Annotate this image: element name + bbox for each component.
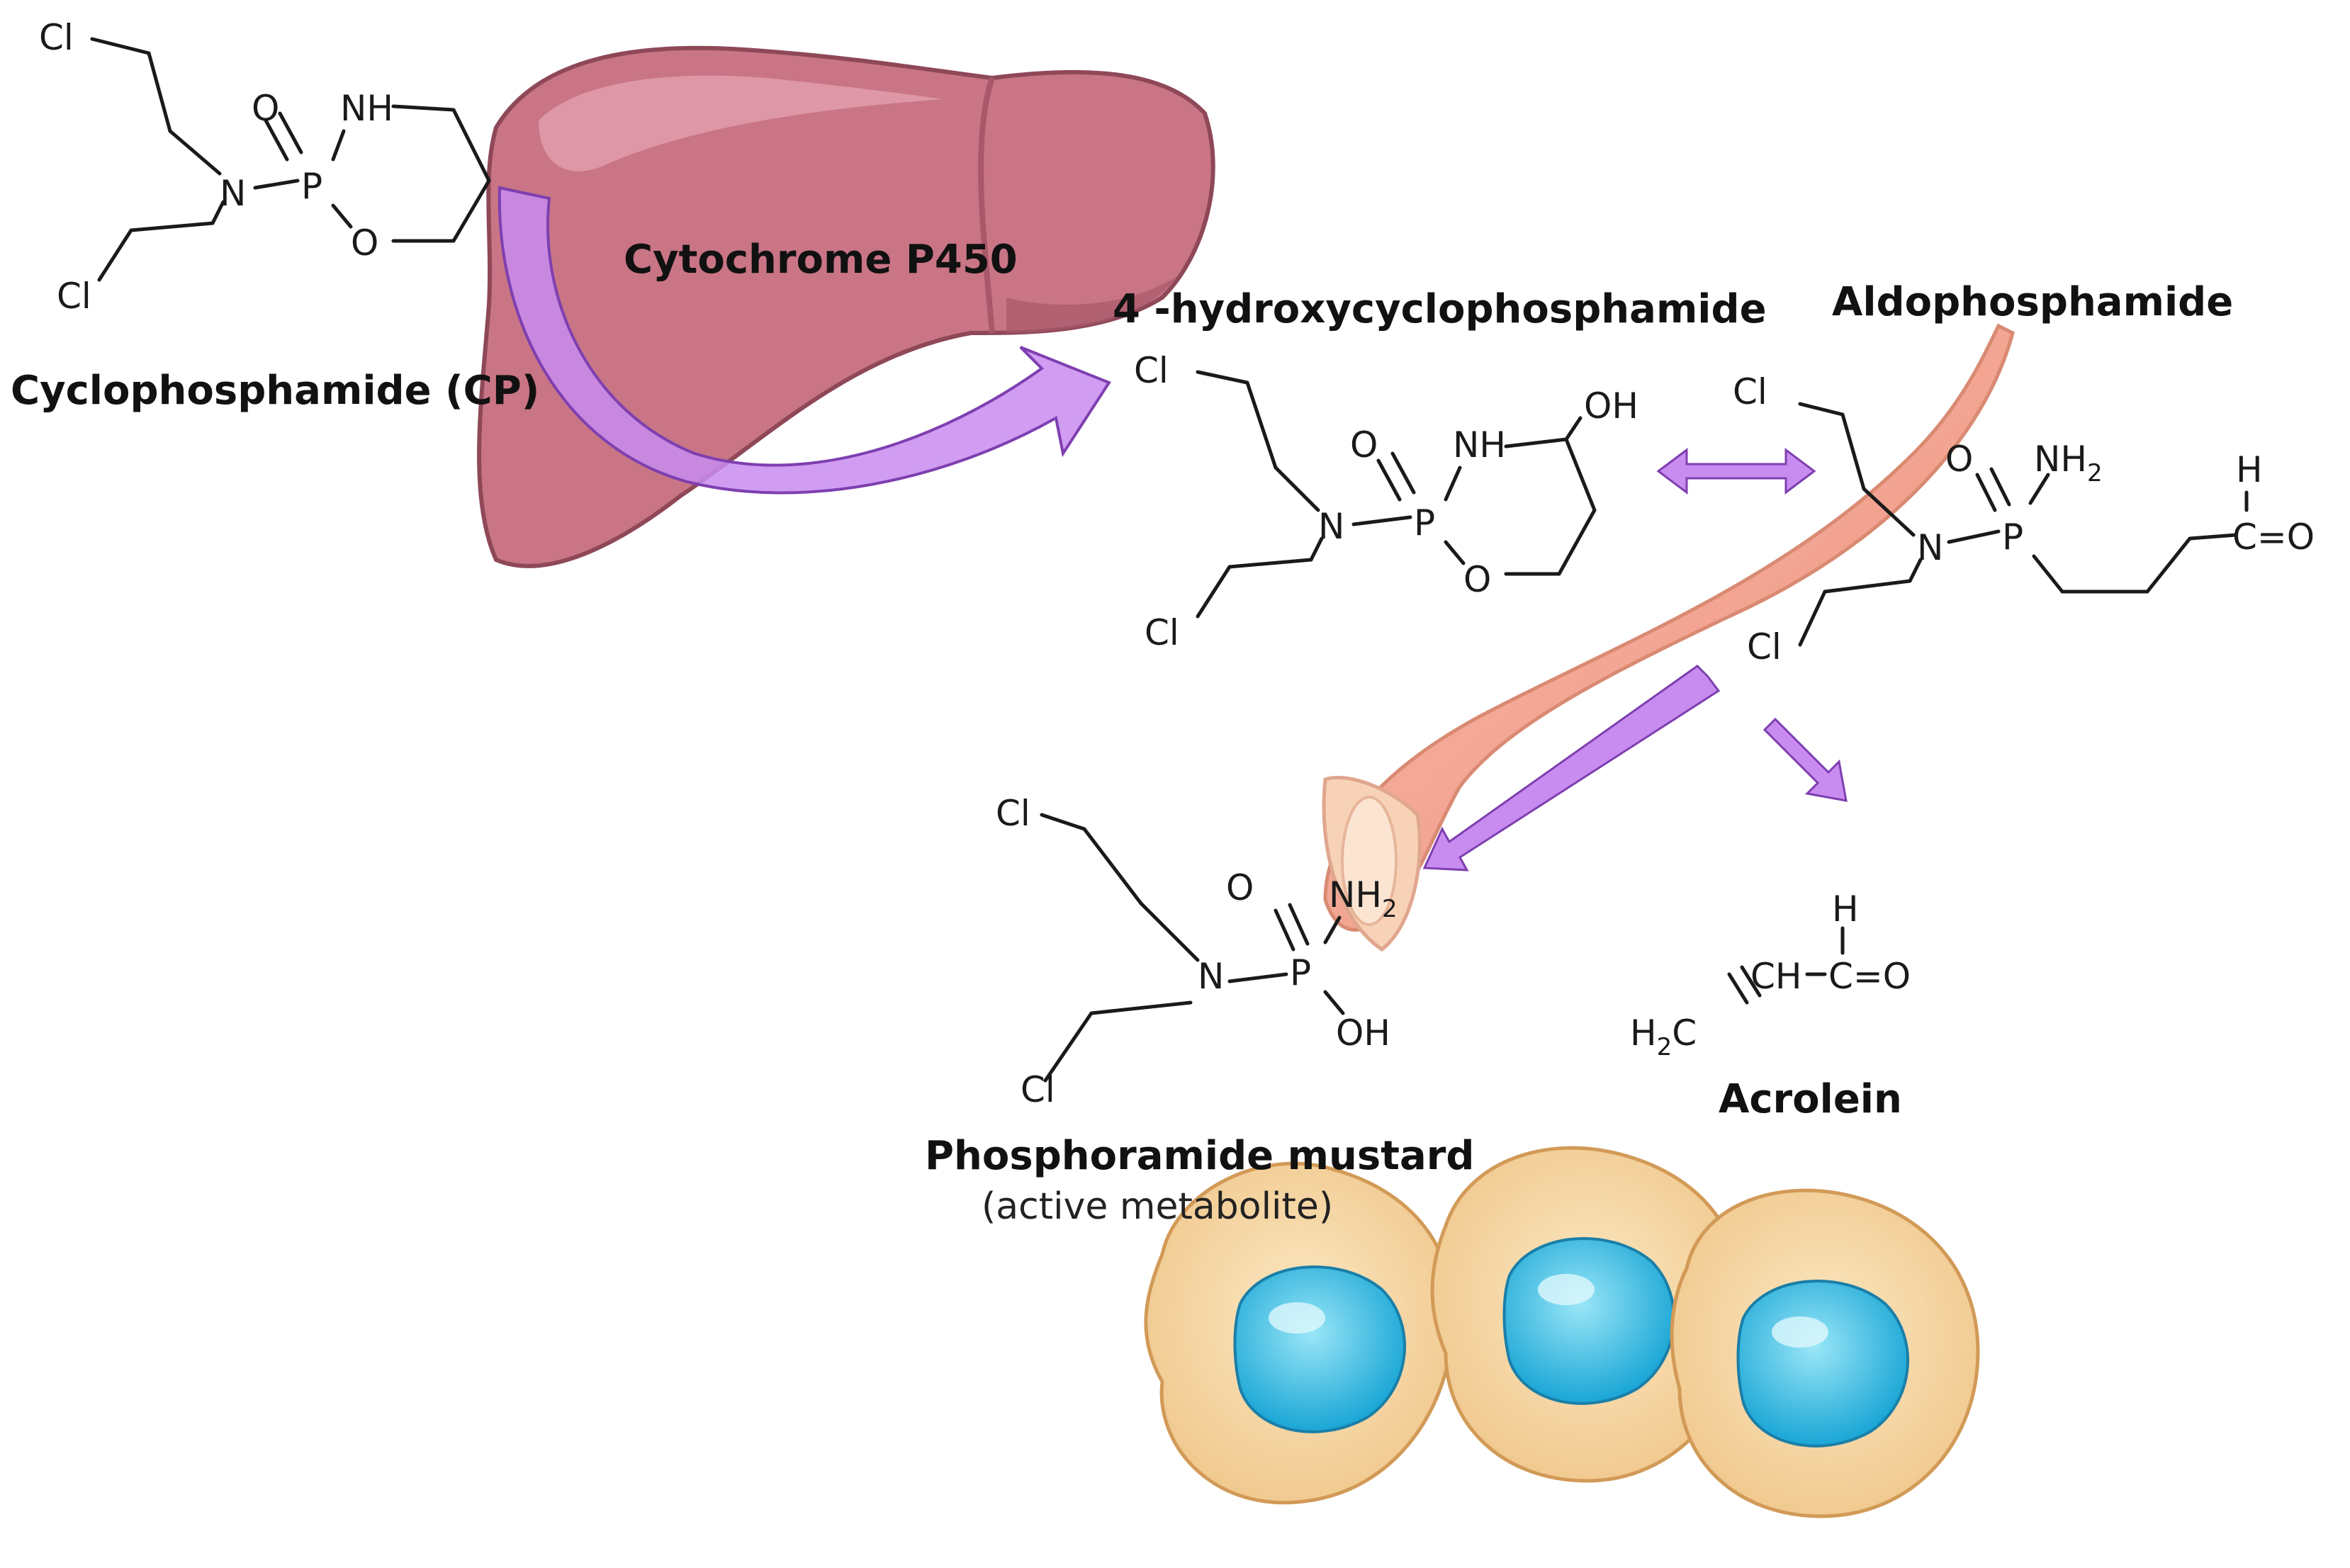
atom-cl-top: Cl bbox=[1134, 350, 1169, 391]
atom-ch: CH bbox=[1750, 956, 1802, 997]
blood-vessel bbox=[1322, 323, 2015, 952]
atom-cl-top: Cl bbox=[39, 17, 74, 58]
liver-highlight bbox=[539, 75, 943, 171]
atom-n: N bbox=[1917, 527, 1943, 568]
atom-o-double: O bbox=[252, 88, 279, 129]
atom-o-double: O bbox=[1350, 424, 1378, 466]
atom-o-ring: O bbox=[351, 222, 378, 264]
atom-aldehyde-h: H bbox=[1832, 889, 1859, 930]
structure-acrolein: H H2C CH C=O bbox=[1630, 889, 1911, 1061]
structure-phosphoramide-mustard: Cl Cl N P O NH2 OH bbox=[996, 793, 1398, 1110]
structure-hydroxycyclophosphamide: Cl Cl N P O NH OH O bbox=[1134, 350, 1638, 653]
atom-o-ring: O bbox=[1463, 559, 1491, 600]
atom-cl-top: Cl bbox=[996, 793, 1030, 834]
atom-p: P bbox=[2002, 517, 2023, 558]
atom-n: N bbox=[1198, 956, 1224, 997]
arrow-to-phosphoramide bbox=[1422, 665, 1721, 872]
structure-cyclophosphamide: Cl Cl N P O NH O bbox=[39, 17, 491, 317]
arrow-to-acrolein bbox=[1762, 717, 1848, 802]
atom-cl-bottom: Cl bbox=[1145, 612, 1179, 653]
atom-oh: OH bbox=[1584, 385, 1638, 427]
cell-2 bbox=[1430, 1146, 1746, 1483]
atom-aldehyde-co: C=O bbox=[1828, 956, 1911, 997]
label-active-metabolite: (active metabolite) bbox=[982, 1185, 1333, 1228]
atom-p: P bbox=[1290, 952, 1311, 993]
label-cyclophosphamide: Cyclophosphamide (CP) bbox=[11, 368, 539, 414]
atom-cl-bottom: Cl bbox=[57, 276, 91, 317]
atom-cl-bottom: Cl bbox=[1021, 1069, 1055, 1110]
label-phosphoramide-mustard: Phosphoramide mustard bbox=[925, 1133, 1474, 1179]
label-cytochrome: Cytochrome P450 bbox=[624, 237, 1018, 283]
atom-aldehyde-co: C=O bbox=[2232, 517, 2315, 558]
cell-3 bbox=[1670, 1188, 1980, 1518]
atom-oh: OH bbox=[1336, 1013, 1390, 1054]
atom-h2c: H2C bbox=[1630, 1013, 1697, 1061]
atom-o-double: O bbox=[1945, 439, 1973, 480]
atom-nh2: NH2 bbox=[1329, 874, 1398, 923]
tumor-cells bbox=[1144, 1146, 1980, 1518]
metabolism-arrow bbox=[497, 186, 1112, 495]
label-acrolein: Acrolein bbox=[1719, 1076, 1902, 1122]
atom-nh: NH bbox=[1453, 424, 1506, 466]
atom-nh: NH bbox=[340, 88, 393, 129]
structure-aldophosphamide: Cl Cl N P O NH2 H C=O bbox=[1733, 371, 2315, 667]
liver-lobe-line bbox=[978, 77, 995, 334]
atom-p: P bbox=[301, 166, 322, 207]
cell-1 bbox=[1144, 1161, 1456, 1505]
vessel-outer bbox=[1323, 323, 2015, 932]
atom-n: N bbox=[1318, 506, 1344, 547]
atom-cl-bottom: Cl bbox=[1747, 626, 1782, 667]
atom-nh2: NH2 bbox=[2034, 439, 2103, 487]
label-hydroxycyclophosphamide: 4 -hydroxycyclophosphamide bbox=[1113, 286, 1767, 332]
atom-aldehyde-h: H bbox=[2236, 449, 2263, 490]
equilibrium-arrow bbox=[1656, 448, 1816, 495]
atom-cl-top: Cl bbox=[1733, 371, 1767, 412]
vessel-lumen bbox=[1341, 796, 1398, 926]
atom-p: P bbox=[1414, 502, 1435, 543]
label-aldophosphamide: Aldophosphamide bbox=[1832, 279, 2233, 325]
atom-o-double: O bbox=[1226, 867, 1254, 908]
atom-n: N bbox=[220, 173, 246, 214]
liver-shadow bbox=[1006, 276, 1176, 333]
